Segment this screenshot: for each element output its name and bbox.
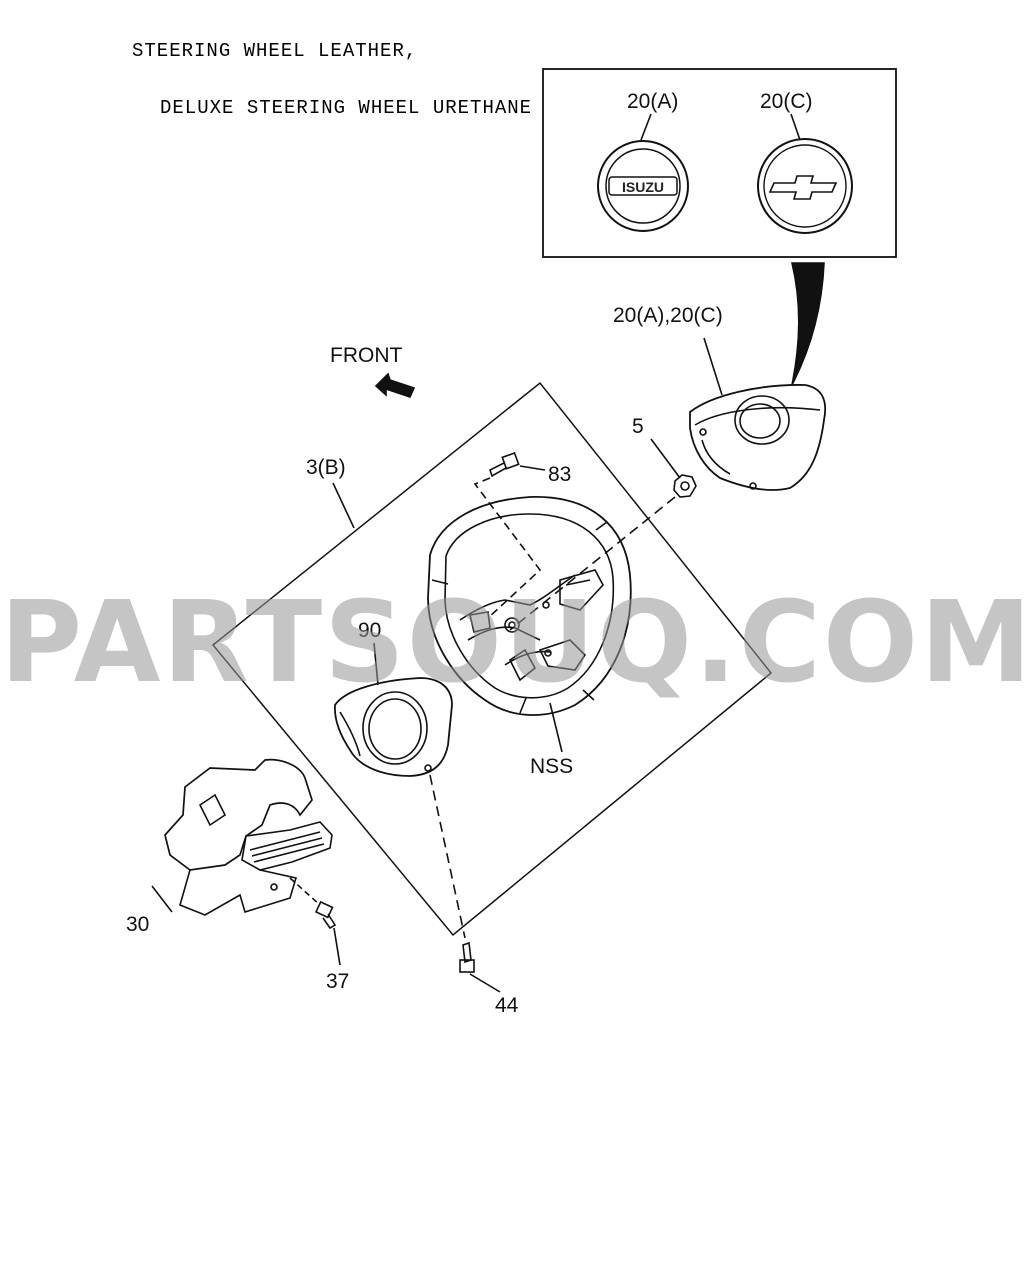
label-bolt-44: 44: [495, 994, 519, 1017]
front-indicator: FRONT: [330, 344, 416, 398]
isuzu-logo-icon: ISUZU: [597, 140, 689, 232]
label-nut: 5: [632, 415, 644, 438]
label-front: FRONT: [330, 344, 402, 367]
label-bolt-83: 83: [548, 463, 571, 486]
bolt-44: 44: [459, 941, 519, 1017]
isuzu-logo-text: ISUZU: [622, 179, 664, 195]
logo-inset: 20(A) 20(C) ISUZU: [542, 68, 897, 258]
nut-5: 5: [509, 415, 697, 631]
label-wheel-group: 3(B): [306, 456, 346, 479]
title-line-1: STEERING WHEEL LEATHER,: [132, 40, 418, 62]
pointer-arrow-icon: [790, 262, 825, 386]
wheel-group-frame: 3(B): [211, 381, 773, 937]
label-screw-37: 37: [326, 970, 349, 993]
steering-wheel: NSS: [427, 496, 632, 778]
bolt-83: 83: [473, 451, 571, 619]
inset-label-a: 20(A): [627, 90, 678, 113]
horn-pad: 20(A),20(C): [613, 304, 827, 491]
label-column-cover: 30: [126, 913, 149, 936]
label-nss: NSS: [530, 755, 573, 778]
screw-37: 37: [289, 877, 349, 993]
title-line-2: DELUXE STEERING WHEEL URETHANE: [160, 97, 533, 119]
label-cover: 90: [358, 619, 381, 642]
diagram-title: STEERING WHEEL LEATHER, DELUXE STEERING …: [132, 4, 532, 137]
front-arrow-icon: [374, 372, 416, 398]
inset-label-c: 20(C): [760, 90, 813, 113]
chevrolet-logo-icon: [757, 138, 853, 234]
column-cover-30: 30: [126, 758, 333, 936]
label-pad: 20(A),20(C): [613, 304, 723, 327]
cover-90: 90: [334, 619, 466, 939]
